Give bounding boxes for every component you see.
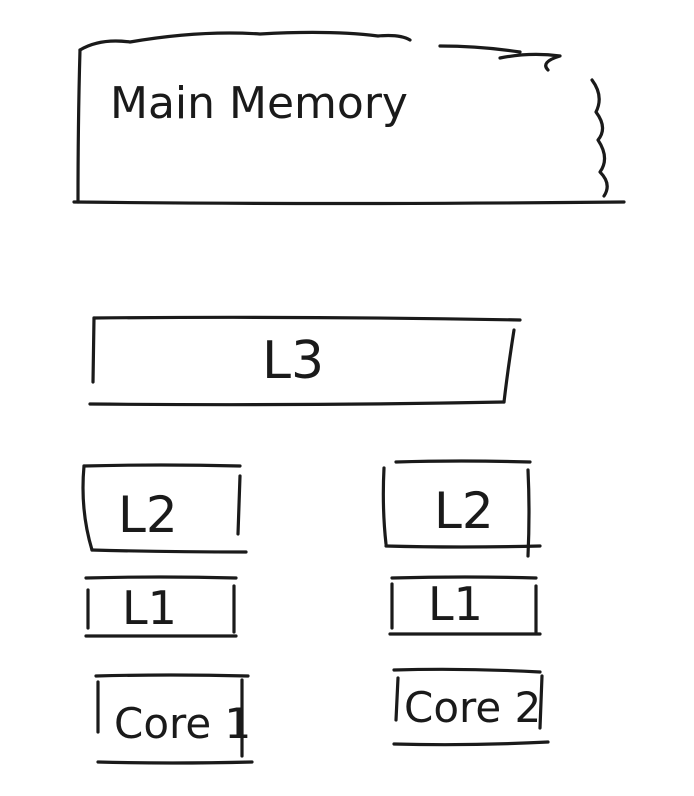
core-1-l1-cache-label: L1 (122, 581, 177, 635)
core-1-block: Core 1 (94, 673, 254, 765)
core-2-l1-cache-label: L1 (428, 577, 483, 631)
core-2-l1-cache-block: L1 (388, 575, 542, 636)
core-1-l2-cache-label: L2 (118, 486, 178, 544)
core-1-label: Core 1 (114, 699, 251, 748)
core-2-column: L2 L1 Core 2 (381, 459, 550, 747)
core-2-l2-cache-block: L2 (381, 459, 542, 558)
core-1-l2-cache-block: L2 (81, 463, 248, 554)
core-1-l1-cache-block: L1 (84, 575, 238, 638)
main-memory-block: Main Memory (72, 30, 626, 206)
core-2-block: Core 2 (392, 667, 550, 747)
main-memory-label: Main Memory (110, 78, 408, 129)
l3-cache-label: L3 (262, 331, 324, 391)
core-2-label: Core 2 (404, 683, 541, 732)
core-2-l2-cache-label: L2 (434, 482, 494, 540)
l3-cache-block: L3 (88, 315, 522, 407)
core-1-column: L2 L1 Core 1 (81, 463, 254, 765)
